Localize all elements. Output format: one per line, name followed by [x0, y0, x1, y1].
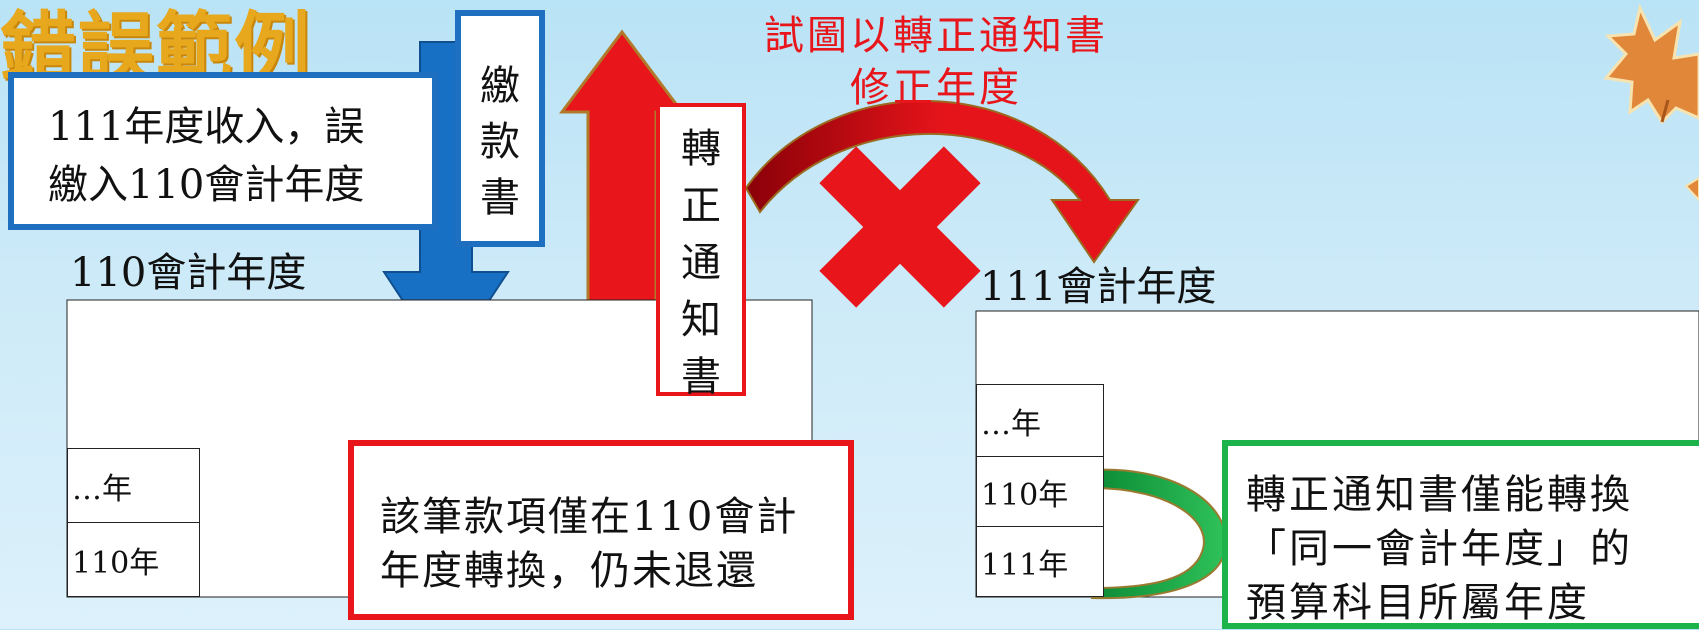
attempt-caption-line: 試圖以轉正通知書	[764, 13, 1108, 59]
fiscal-year-110-label: 110會計年度	[70, 250, 307, 296]
ledger-111-row: 110年	[976, 456, 1104, 527]
green-curved-arrow	[1091, 468, 1228, 600]
same-year-rule-note-line: 「同一會計年度」的	[1246, 526, 1633, 572]
ledger-110-row: …年	[67, 448, 200, 523]
payment-slip-box: 繳 款 書	[455, 10, 545, 247]
payment-slip-char: 繳	[480, 63, 520, 109]
payment-slip-char: 款	[480, 119, 520, 165]
transfer-notice-char: 轉	[681, 126, 721, 172]
attempt-caption-line: 修正年度	[850, 65, 1022, 111]
red-curved-arrow	[744, 99, 1140, 264]
transfer-notice-char: 知	[681, 297, 721, 343]
not-refunded-note: 該筆款項僅在110會計 年度轉換，仍未退還	[348, 440, 854, 620]
payer-note-box: 111年度收入，誤 繳入110會計年度	[8, 72, 438, 230]
payer-note-line: 111年度收入，誤	[48, 104, 365, 150]
ledger-111-row: 111年	[976, 526, 1104, 597]
transfer-notice-char: 通	[681, 240, 721, 286]
ledger-111-row: …年	[976, 384, 1104, 457]
not-refunded-note-line: 該筆款項僅在110會計	[380, 494, 799, 540]
maple-leaf-icon	[1603, 3, 1699, 202]
not-refunded-note-line: 年度轉換，仍未退還	[380, 548, 758, 594]
payment-slip-char: 書	[480, 175, 520, 221]
same-year-rule-note-line: 預算科目所屬年度	[1246, 580, 1590, 626]
same-year-rule-note: 轉正通知書僅能轉換 「同一會計年度」的 預算科目所屬年度	[1222, 440, 1699, 629]
transfer-notice-char: 正	[681, 183, 721, 229]
ledger-110-row: 110年	[67, 522, 200, 597]
transfer-notice-box: 轉 正 通 知 書	[656, 103, 746, 400]
attempt-caption: 試圖以轉正通知書 修正年度	[746, 10, 1126, 114]
same-year-rule-note-line: 轉正通知書僅能轉換	[1246, 472, 1633, 518]
payer-note-line: 繳入110會計年度	[48, 162, 365, 208]
transfer-notice-char: 書	[681, 354, 721, 400]
fiscal-year-111-label: 111會計年度	[980, 264, 1217, 310]
cross-mark-icon	[819, 146, 981, 308]
